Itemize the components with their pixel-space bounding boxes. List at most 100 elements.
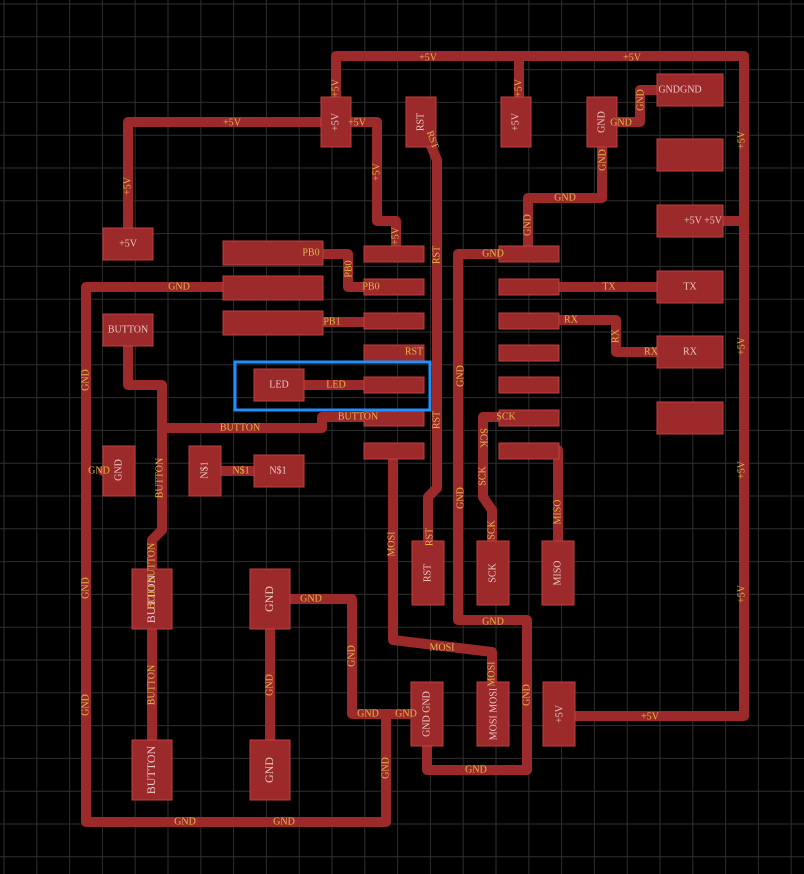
- net-label-gnd-d: GND: [554, 192, 576, 203]
- smd-pad[interactable]: [498, 376, 560, 394]
- net-label-5v-ic: +5V: [390, 226, 401, 245]
- smd-pad[interactable]: [363, 376, 425, 394]
- net-label-ns1: N$1: [232, 465, 249, 476]
- smd-pad[interactable]: [498, 312, 560, 330]
- smd-pad[interactable]: [541, 540, 575, 606]
- smd-pad[interactable]: [656, 204, 724, 238]
- smd-pad[interactable]: [253, 368, 305, 402]
- net-label-gnd-f: GND: [482, 248, 504, 259]
- net-label-gnd-u: GND: [455, 487, 466, 509]
- smd-pad[interactable]: [498, 245, 560, 263]
- net-label-miso: MISO: [552, 499, 563, 524]
- smd-pad[interactable]: [249, 568, 291, 630]
- net-label-5v-left-top: +5V: [223, 117, 242, 128]
- net-label-gnd-c: GND: [597, 149, 608, 171]
- smd-pad[interactable]: [131, 739, 173, 801]
- net-label-gnd-b: GND: [610, 117, 632, 128]
- net-label-mosi-c: MOSI: [486, 661, 497, 686]
- selection-highlight-led[interactable]: [233, 360, 432, 412]
- smd-pad[interactable]: [222, 240, 324, 266]
- net-label-rst-d: RST: [424, 528, 435, 546]
- smd-pad[interactable]: [222, 310, 324, 336]
- smd-pad[interactable]: [656, 401, 724, 435]
- smd-pad[interactable]: [102, 313, 154, 347]
- net-label-gnd-j: GND: [80, 577, 91, 599]
- smd-pad[interactable]: [249, 739, 291, 801]
- copper-trace: [331, 51, 749, 226]
- smd-pad[interactable]: [363, 312, 425, 330]
- net-label-rst-c: RST: [431, 411, 442, 429]
- smd-pad[interactable]: [476, 540, 510, 606]
- smd-pad[interactable]: [222, 275, 324, 301]
- net-label-button-a: BUTTON: [338, 411, 378, 422]
- smd-pad[interactable]: [320, 96, 352, 148]
- net-labels: +5V +5V +5V +5V +5V +5V +5V +5V +5V RST …: [80, 52, 747, 827]
- pad-label-button-bottom: BUTTON: [144, 745, 158, 794]
- copper-trace: [555, 216, 749, 721]
- net-label-mosi-b: MOSI: [429, 642, 454, 653]
- smd-pad[interactable]: [253, 454, 305, 488]
- smd-pad[interactable]: [411, 540, 445, 606]
- net-label-button-b: BUTTON: [220, 422, 260, 433]
- smd-pad[interactable]: [102, 445, 136, 497]
- pad-label-tx: TX: [683, 281, 697, 292]
- net-label-5v-top-a: +5V: [419, 52, 438, 63]
- smd-pad[interactable]: [586, 96, 618, 148]
- net-label-5v-right-a: +5V: [736, 130, 747, 149]
- smd-pad[interactable]: [542, 681, 576, 747]
- pad-label-gndgnd: GNDGND: [658, 84, 701, 95]
- net-label-gnd-i: GND: [88, 465, 110, 476]
- net-label-sck-b: SCK: [478, 428, 489, 448]
- copper-trace: [331, 117, 401, 259]
- net-label-5v-right-b: +5V: [736, 336, 747, 355]
- smd-pad[interactable]: [500, 96, 532, 148]
- smd-pad[interactable]: [476, 681, 510, 747]
- net-label-gnd-q: GND: [346, 645, 357, 667]
- smd-pad[interactable]: [363, 442, 425, 460]
- net-label-rx-a: RX: [564, 314, 579, 325]
- smd-pad[interactable]: [405, 96, 437, 148]
- smd-pad[interactable]: [656, 73, 724, 107]
- net-label-5v-right-c: +5V: [736, 460, 747, 479]
- net-label-5v-right-d: +5V: [736, 584, 747, 603]
- smd-pad[interactable]: [498, 278, 560, 296]
- net-label-gnd-p: GND: [395, 708, 417, 719]
- net-label-mosi-a: MOSI: [386, 531, 397, 556]
- smd-pad[interactable]: [656, 138, 724, 172]
- smd-pad[interactable]: [363, 245, 425, 263]
- smd-pad[interactable]: [656, 270, 724, 304]
- net-label-led: LED: [326, 379, 345, 390]
- pad-label-rst-top: RST: [415, 113, 426, 131]
- smd-pad[interactable]: [102, 227, 154, 261]
- net-label-sck-c: SCK: [477, 465, 488, 485]
- copper-trace: [523, 140, 607, 259]
- net-label-pb0-b: PB0: [343, 260, 354, 277]
- net-label-gnd-t: GND: [455, 365, 466, 387]
- smd-pad[interactable]: [410, 681, 444, 747]
- net-label-gnd-e: GND: [522, 214, 533, 236]
- net-label-gnd-w: GND: [521, 684, 532, 706]
- net-label-rx-c: RX: [644, 346, 659, 357]
- smd-pad[interactable]: [363, 278, 425, 296]
- net-label-button-d: BUTTBUTTON: [146, 543, 157, 609]
- net-label-gnd-m: GND: [273, 816, 295, 827]
- net-label-tx: TX: [602, 281, 616, 292]
- smd-pad[interactable]: [498, 409, 560, 427]
- pad-label-ns1-a: N$1: [199, 461, 210, 478]
- net-label-gnd-n: GND: [380, 757, 391, 779]
- net-label-pb1: PB1: [323, 316, 340, 327]
- net-label-gnd-h: GND: [80, 369, 91, 391]
- net-label-gnd-x: GND: [465, 764, 487, 775]
- pad-label-vcc-right: +5V +5V: [684, 215, 723, 226]
- net-label-5v-drop: +5V: [371, 162, 382, 181]
- smd-pad[interactable]: [656, 335, 724, 369]
- net-label-5v-stub-a: +5V: [330, 78, 341, 97]
- smd-pad[interactable]: [188, 445, 222, 497]
- smd-pad[interactable]: [498, 344, 560, 362]
- smd-pad[interactable]: [131, 568, 173, 630]
- net-label-5v-v-left: +5V: [122, 176, 133, 195]
- pad-label-gnd-top: GND: [596, 111, 607, 133]
- pad-labels: +5V RST +5V GND GNDGND +5V +5V TX RX +5V…: [108, 84, 723, 794]
- smd-pad[interactable]: [498, 442, 560, 460]
